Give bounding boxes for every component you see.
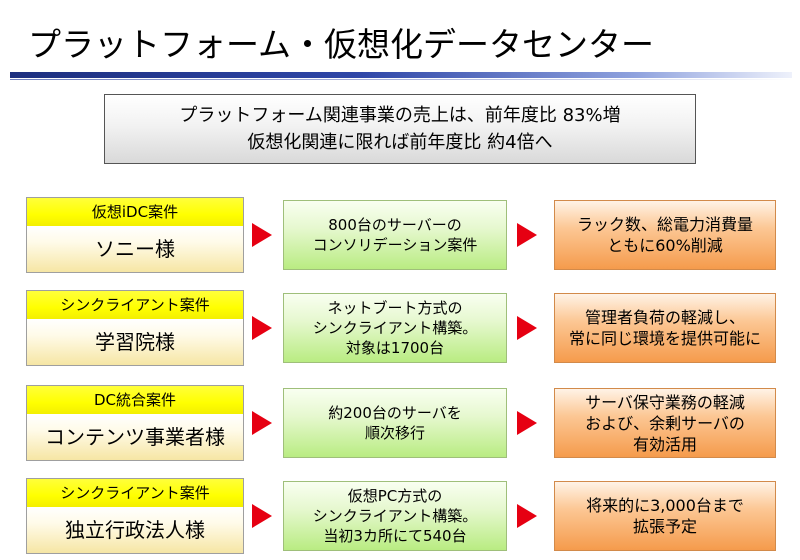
summary-box: プラットフォーム関連事業の売上は、前年度比 83%増 仮想化関連に限れば前年度比… <box>104 94 696 164</box>
solution-line: シンクライアント構築。 <box>312 319 478 337</box>
solution-line: ネットブート方式の <box>327 299 463 317</box>
result-line: および、余剰サーバの <box>585 413 745 433</box>
solution-box: 800台のサーバーの コンソリデーション案件 <box>283 200 507 270</box>
summary-line-2: 仮想化関連に限れば前年度比 約4倍へ <box>247 132 553 153</box>
client-name: ソニー様 <box>27 226 243 272</box>
arrow-right-icon <box>517 223 537 247</box>
solution-box: 仮想PC方式の シンクライアント構築。 当初3カ所にて540台 <box>283 481 507 551</box>
case-row-1: 仮想iDC案件 ソニー様 800台のサーバーの コンソリデーション案件 ラック数… <box>0 197 800 273</box>
case-row-3: DC統合案件 コンテンツ事業者様 約200台のサーバを 順次移行 サーバ保守業務… <box>0 385 800 461</box>
result-box: ラック数、総電力消費量 ともに60%削減 <box>554 200 776 270</box>
result-line: 常に同じ環境を提供可能に <box>568 329 761 348</box>
arrow-right-icon <box>252 411 272 435</box>
solution-line: 順次移行 <box>364 424 425 442</box>
slide-title: プラットフォーム・仮想化データセンター <box>28 25 655 64</box>
result-box: サーバ保守業務の軽減 および、余剰サーバの 有効活用 <box>554 388 776 458</box>
result-line: 管理者負荷の軽減し、 <box>584 308 745 327</box>
case-type-label: シンクライアント案件 <box>27 479 243 507</box>
client-name: コンテンツ事業者様 <box>27 414 243 460</box>
case-type-label: 仮想iDC案件 <box>27 198 243 226</box>
result-line: サーバ保守業務の軽減 <box>585 392 745 412</box>
result-line: 将来的に3,000台まで <box>586 496 744 515</box>
arrow-right-icon <box>252 223 272 247</box>
result-line: ともに60%削減 <box>607 236 723 255</box>
solution-line: 800台のサーバーの <box>328 216 462 234</box>
title-underline-thin <box>10 79 792 80</box>
solution-line: シンクライアント構築。 <box>312 507 478 525</box>
arrow-right-icon <box>517 316 537 340</box>
summary-line-1: プラットフォーム関連事業の売上は、前年度比 83%増 <box>179 105 621 126</box>
case-row-4: シンクライアント案件 独立行政法人様 仮想PC方式の シンクライアント構築。 当… <box>0 478 800 554</box>
arrow-right-icon <box>517 411 537 435</box>
result-line: ラック数、総電力消費量 <box>576 215 753 234</box>
case-type-label: シンクライアント案件 <box>27 291 243 319</box>
case-box: 仮想iDC案件 ソニー様 <box>26 197 244 273</box>
case-box: DC統合案件 コンテンツ事業者様 <box>26 385 244 461</box>
client-name: 独立行政法人様 <box>27 507 243 553</box>
result-line: 有効活用 <box>632 434 697 454</box>
arrow-right-icon <box>252 504 272 528</box>
solution-line: コンソリデーション案件 <box>312 236 478 254</box>
case-box: シンクライアント案件 独立行政法人様 <box>26 478 244 554</box>
solution-box: ネットブート方式の シンクライアント構築。 対象は1700台 <box>283 293 507 363</box>
result-box: 将来的に3,000台まで 拡張予定 <box>554 481 776 551</box>
case-box: シンクライアント案件 学習院様 <box>26 290 244 366</box>
solution-line: 約200台のサーバを <box>328 404 462 422</box>
solution-line: 当初3カ所にて540台 <box>323 527 467 545</box>
result-box: 管理者負荷の軽減し、 常に同じ環境を提供可能に <box>554 293 776 363</box>
arrow-right-icon <box>517 504 537 528</box>
solution-box: 約200台のサーバを 順次移行 <box>283 388 507 458</box>
title-underline <box>10 72 792 78</box>
arrow-right-icon <box>252 316 272 340</box>
result-line: 拡張予定 <box>632 517 697 536</box>
case-type-label: DC統合案件 <box>27 386 243 414</box>
client-name: 学習院様 <box>27 319 243 365</box>
solution-line: 対象は1700台 <box>345 339 445 357</box>
solution-line: 仮想PC方式の <box>347 487 443 505</box>
case-row-2: シンクライアント案件 学習院様 ネットブート方式の シンクライアント構築。 対象… <box>0 290 800 366</box>
